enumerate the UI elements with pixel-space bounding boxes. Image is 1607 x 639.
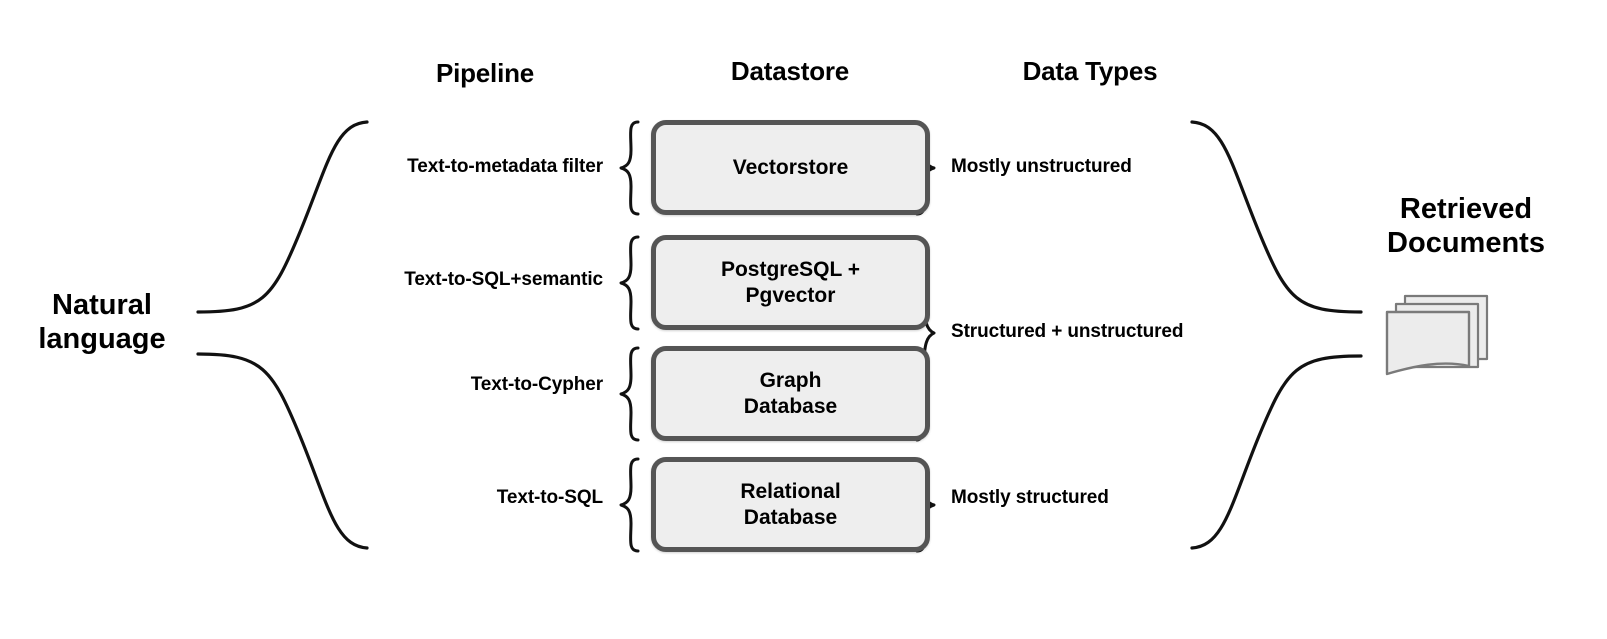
datastore-label-relational-database: Relational Database [740, 479, 841, 529]
header-pipeline: Pipeline [435, 58, 535, 88]
brace-left-row-4 [619, 457, 640, 553]
pipeline-label-row-3: Text-to-Cypher [470, 374, 603, 395]
brace-left-row-3 [619, 346, 640, 442]
documents-stack-icon [1385, 294, 1489, 376]
header-data-types: Data Types [1022, 56, 1158, 86]
edge-lower-output [1190, 354, 1363, 550]
edge-upper-output [1190, 120, 1363, 314]
header-datastore: Datastore [730, 56, 850, 86]
pipeline-label-row-1: Text-to-metadata filter [407, 156, 603, 177]
datatype-label-structured-unstructured: Structured + unstructured [951, 321, 1184, 342]
datastore-label-postgresql-pgvector: PostgreSQL + Pgvector [720, 257, 861, 307]
brace-left-row-1 [619, 120, 640, 216]
datastore-label-vectorstore: Vectorstore [732, 155, 849, 179]
datastore-box-graph-database[interactable]: Graph Database [651, 346, 930, 441]
edge-input-upper [196, 120, 369, 314]
datastore-box-relational-database[interactable]: Relational Database [651, 457, 930, 552]
datastore-label-graph-database: Graph Database [743, 368, 838, 418]
datastore-box-vectorstore[interactable]: Vectorstore [651, 120, 930, 215]
edge-input-lower [196, 352, 369, 550]
input-natural-language: Natural language [38, 289, 166, 356]
datatype-label-mostly-structured: Mostly structured [951, 487, 1109, 508]
datatype-label-mostly-unstructured: Mostly unstructured [951, 156, 1132, 177]
datastore-box-postgresql-pgvector[interactable]: PostgreSQL + Pgvector [651, 235, 930, 330]
pipeline-label-row-2: Text-to-SQL+semantic [404, 269, 603, 290]
brace-left-row-2 [619, 235, 640, 331]
pipeline-label-row-4: Text-to-SQL [496, 487, 603, 508]
output-retrieved-documents: Retrieved Documents [1387, 193, 1545, 260]
